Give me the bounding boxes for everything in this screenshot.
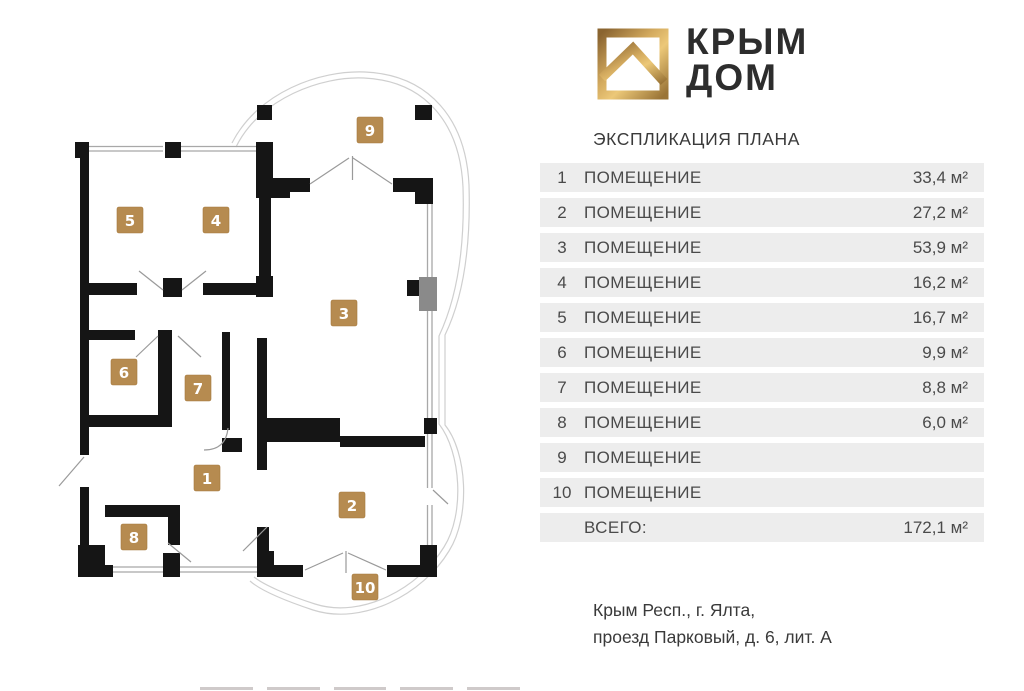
walls xyxy=(75,105,437,577)
row-number: 6 xyxy=(557,342,567,362)
row-area: 16,2 м² xyxy=(912,272,968,292)
svg-text:4: 4 xyxy=(211,212,221,230)
row-area: 16,7 м² xyxy=(912,307,968,327)
logo-line-1: КРЫМ xyxy=(686,21,809,62)
room-badge-5: 5 xyxy=(116,206,144,234)
row-number: 2 xyxy=(557,202,567,222)
table-row: 6 ПОМЕЩЕНИЕ 9,9 м² xyxy=(540,338,984,367)
row-label: ПОМЕЩЕНИЕ xyxy=(584,272,702,292)
room-badge-3: 3 xyxy=(330,299,358,327)
row-area: 9,9 м² xyxy=(922,342,968,362)
svg-text:8: 8 xyxy=(129,529,139,547)
windows xyxy=(88,145,433,573)
logo xyxy=(597,28,669,100)
row-area: 33,4 м² xyxy=(912,167,968,187)
row-label: ПОМЕЩЕНИЕ xyxy=(584,412,702,432)
row-label: ПОМЕЩЕНИЕ xyxy=(584,237,702,257)
row-label: ПОМЕЩЕНИЕ xyxy=(584,482,702,502)
table-row: 4 ПОМЕЩЕНИЕ 16,2 м² xyxy=(540,268,984,297)
explication-table: 1 ПОМЕЩЕНИЕ 33,4 м² 2 ПОМЕЩЕНИЕ 27,2 м² … xyxy=(540,163,984,548)
row-area: 53,9 м² xyxy=(912,237,968,257)
row-number: 8 xyxy=(557,412,567,432)
total-label: ВСЕГО: xyxy=(584,517,647,537)
row-area: 27,2 м² xyxy=(912,202,968,222)
floor-plan: 9 5 4 3 6 xyxy=(55,60,485,640)
room-badge-8: 8 xyxy=(120,523,148,551)
svg-text:3: 3 xyxy=(339,305,349,323)
svg-text:2: 2 xyxy=(347,497,357,515)
house-in-square-icon xyxy=(597,28,669,100)
address-line-1: Крым Респ., г. Ялта, xyxy=(593,600,756,620)
logo-wordmark: КРЫМ ДОМ xyxy=(686,21,809,98)
table-row: 10 ПОМЕЩЕНИЕ xyxy=(540,478,984,507)
table-row: 2 ПОМЕЩЕНИЕ 27,2 м² xyxy=(540,198,984,227)
door-swings xyxy=(58,156,449,573)
svg-text:1: 1 xyxy=(202,470,212,488)
room-badge-7: 7 xyxy=(184,374,212,402)
room-badge-2: 2 xyxy=(338,491,366,519)
logo-line-2: ДОМ xyxy=(686,57,778,98)
row-label: ПОМЕЩЕНИЕ xyxy=(584,377,702,397)
svg-text:6: 6 xyxy=(119,364,129,382)
svg-text:5: 5 xyxy=(125,212,135,230)
table-row: 8 ПОМЕЩЕНИЕ 6,0 м² xyxy=(540,408,984,437)
row-area: 6,0 м² xyxy=(922,412,968,432)
row-label: ПОМЕЩЕНИЕ xyxy=(584,167,702,187)
room-badge-4: 4 xyxy=(202,206,230,234)
total-area: 172,1 м² xyxy=(903,517,968,537)
floor-plan-drawing: 9 5 4 3 6 xyxy=(58,71,470,615)
row-label: ПОМЕЩЕНИЕ xyxy=(584,307,702,327)
room-badge-9: 9 xyxy=(356,116,384,144)
row-number: 4 xyxy=(557,272,567,292)
row-number: 3 xyxy=(557,237,567,257)
property-address: Крым Респ., г. Ялта, проезд Парковый, д.… xyxy=(593,597,832,651)
address-line-2: проезд Парковый, д. 6, лит. А xyxy=(593,627,832,647)
row-area: 8,8 м² xyxy=(922,377,968,397)
row-label: ПОМЕЩЕНИЕ xyxy=(584,342,702,362)
table-row: 3 ПОМЕЩЕНИЕ 53,9 м² xyxy=(540,233,984,262)
table-row: 7 ПОМЕЩЕНИЕ 8,8 м² xyxy=(540,373,984,402)
svg-text:10: 10 xyxy=(355,579,376,597)
svg-text:7: 7 xyxy=(193,380,203,398)
row-label: ПОМЕЩЕНИЕ xyxy=(584,447,702,467)
room-badges: 9 5 4 3 6 xyxy=(110,116,384,601)
page-title: ЭКСПЛИКАЦИЯ ПЛАНА xyxy=(593,129,800,149)
row-number: 5 xyxy=(557,307,567,327)
row-number: 7 xyxy=(557,377,567,397)
cropped-bottom-strip xyxy=(200,687,520,690)
table-total-row: 0 ВСЕГО: 172,1 м² xyxy=(540,513,984,542)
table-row: 5 ПОМЕЩЕНИЕ 16,7 м² xyxy=(540,303,984,332)
row-number: 10 xyxy=(552,482,572,502)
room-badge-6: 6 xyxy=(110,358,138,386)
svg-text:9: 9 xyxy=(365,122,375,140)
table-row: 1 ПОМЕЩЕНИЕ 33,4 м² xyxy=(540,163,984,192)
table-row: 9 ПОМЕЩЕНИЕ xyxy=(540,443,984,472)
vent-shaft xyxy=(419,277,437,311)
room-badge-10: 10 xyxy=(351,573,379,601)
balcony-outline xyxy=(231,71,470,615)
row-number: 1 xyxy=(557,167,567,187)
row-number: 9 xyxy=(557,447,567,467)
room-badge-1: 1 xyxy=(193,464,221,492)
row-label: ПОМЕЩЕНИЕ xyxy=(584,202,702,222)
